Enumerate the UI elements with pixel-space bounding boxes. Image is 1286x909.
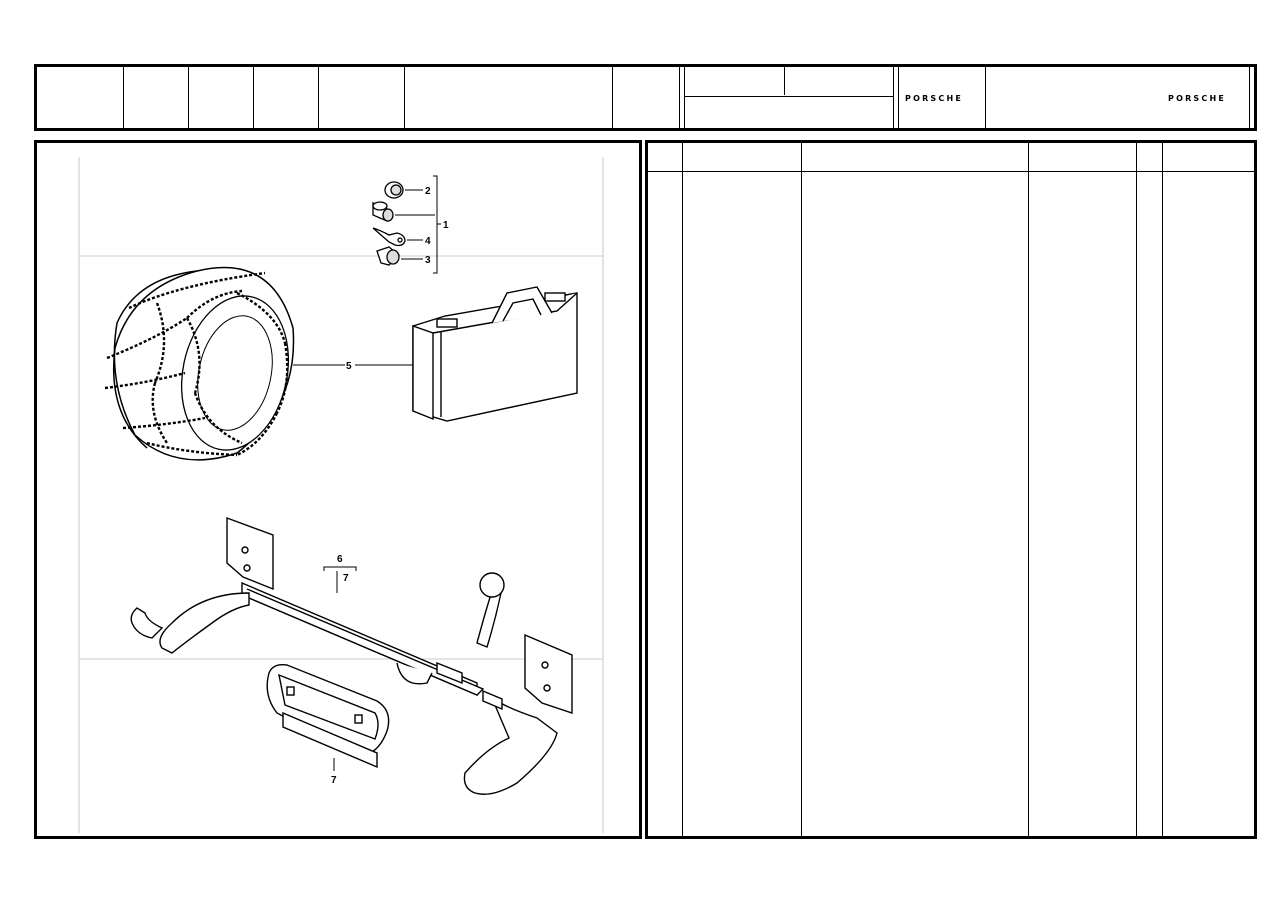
header-divider <box>893 67 894 128</box>
title-block: PORSCHE PORSCHE <box>34 64 1257 131</box>
key-part <box>372 227 406 247</box>
callout-2: 2 <box>425 186 431 197</box>
header-divider <box>784 67 785 95</box>
header-divider <box>188 67 189 128</box>
callout-3: 3 <box>425 255 431 266</box>
lock-cap-part <box>384 181 404 199</box>
column-divider <box>1028 143 1029 836</box>
header-divider <box>1249 67 1250 128</box>
column-divider <box>801 143 802 836</box>
bracket-illustration <box>266 663 390 769</box>
header-rule <box>684 96 893 97</box>
header-divider <box>985 67 986 128</box>
callout-6: 6 <box>337 554 343 565</box>
header-divider <box>318 67 319 128</box>
chain-case-illustration <box>412 286 578 422</box>
header-divider <box>123 67 124 128</box>
lock-set-illustration <box>372 181 406 266</box>
column-divider <box>682 143 683 836</box>
tow-bar-illustration <box>130 516 573 795</box>
header-divider <box>684 67 685 128</box>
callout-5: 5 <box>346 361 352 372</box>
lock-set-leaders <box>395 175 441 274</box>
column-divider <box>1136 143 1137 836</box>
parts-illustration: 2 4 3 1 <box>78 157 604 833</box>
parts-illustration-panel: 2 4 3 1 <box>34 140 642 839</box>
header-divider <box>679 67 680 128</box>
header-divider <box>612 67 613 128</box>
lock-barrel-part <box>376 246 400 266</box>
brand-logo-right: PORSCHE <box>1168 94 1227 103</box>
column-divider <box>1162 143 1163 836</box>
callout-7-lower: 7 <box>331 775 337 786</box>
callout-4: 4 <box>425 236 431 247</box>
header-divider <box>253 67 254 128</box>
tow-bar-leaders <box>323 566 357 593</box>
parts-list-header-rule <box>648 171 1254 172</box>
lock-cylinder-part <box>372 201 394 222</box>
callout-1: 1 <box>443 220 449 231</box>
header-divider <box>898 67 899 128</box>
callout-7-upper: 7 <box>343 573 349 584</box>
header-divider <box>404 67 405 128</box>
brand-logo-left: PORSCHE <box>905 94 964 103</box>
parts-list-table <box>645 140 1257 839</box>
scan-frame <box>78 157 604 833</box>
snow-chain-illustration <box>104 266 295 461</box>
